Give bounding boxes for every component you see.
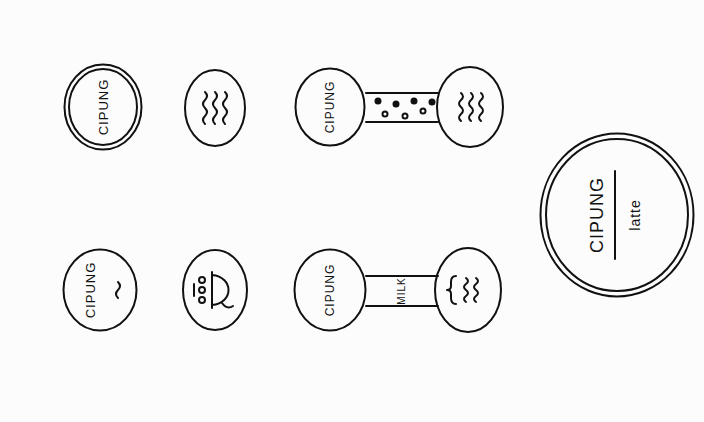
- node-outline: [62, 248, 138, 332]
- circle-ring: [64, 250, 137, 331]
- cup-bowl: [212, 275, 229, 305]
- brand-name: MILK: [397, 277, 407, 304]
- cup-mark: [193, 284, 195, 296]
- sub-name: latte: [628, 199, 642, 230]
- logo-circle: CIPUNG: [63, 63, 143, 151]
- bean-dot: [394, 102, 399, 107]
- bar-line: [366, 121, 438, 123]
- brace-mark: [447, 276, 456, 304]
- steam-line: [469, 93, 473, 121]
- brand-name: CIPUNG: [84, 262, 97, 319]
- bean-dot: [421, 109, 426, 114]
- steam-line: [223, 92, 227, 124]
- brand-name: CIPUNG: [97, 79, 110, 136]
- divider-line: [614, 171, 616, 259]
- bar-line: [366, 92, 438, 94]
- band-edge: [366, 275, 438, 277]
- steam-line: [464, 278, 468, 302]
- steam-line: [474, 278, 478, 302]
- steam-line: [213, 92, 217, 124]
- band-edge: [366, 305, 438, 307]
- inner-ring: [546, 139, 688, 291]
- steam-circle: [185, 70, 245, 146]
- circle-ring: [295, 250, 366, 331]
- bean-dot: [383, 112, 388, 117]
- bean-dot: [199, 297, 205, 303]
- steam-line: [203, 92, 207, 124]
- cup-handle: [222, 303, 233, 307]
- bean-dot: [376, 99, 381, 104]
- logo-circle: CIPUNG: [294, 67, 366, 147]
- bean-dot: [199, 287, 205, 293]
- wave-mark: [116, 282, 120, 298]
- cup-circle: [183, 250, 247, 330]
- logo-circle: CIPUNG: [62, 248, 138, 332]
- bean-dot: [403, 114, 408, 119]
- node-outline: [539, 132, 695, 298]
- logo-circle: CIPUNG latte: [539, 132, 695, 298]
- brand-name: CIPUNG: [324, 81, 336, 134]
- logo-circle: CIPUNG: [293, 248, 367, 332]
- label-band: MILK: [366, 276, 438, 306]
- steam-circle: [437, 67, 503, 147]
- steam-circle: [435, 248, 501, 332]
- inner-ring: [69, 69, 137, 145]
- brand-name: CIPUNG: [588, 177, 606, 253]
- circle-ring: [296, 69, 365, 146]
- steam-line: [459, 93, 463, 121]
- cup-rim: [211, 272, 213, 308]
- circle-ring: [541, 134, 694, 297]
- bean-dot: [412, 99, 417, 104]
- bean-dot: [199, 277, 205, 283]
- brand-name: CIPUNG: [324, 264, 336, 317]
- circle-ring: [65, 65, 142, 150]
- steam-line: [479, 93, 483, 121]
- bean-dot: [430, 100, 435, 105]
